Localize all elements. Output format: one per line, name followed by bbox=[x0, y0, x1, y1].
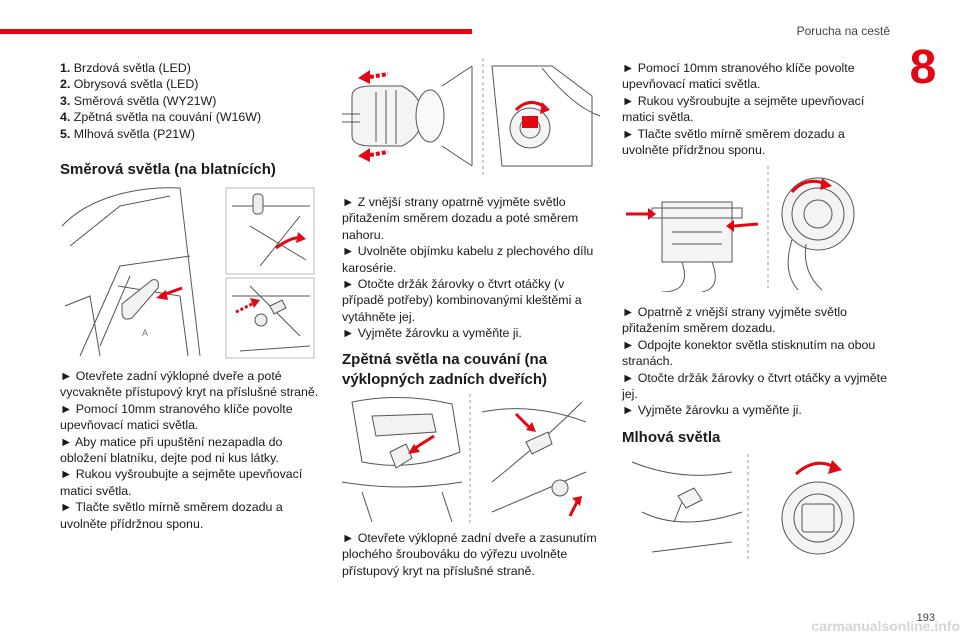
instruction-step: ► Z vnější strany opatrně vyjměte světlo… bbox=[342, 195, 579, 242]
instruction-step: ► Pomocí 10mm stranového klíče povolte u… bbox=[622, 61, 855, 92]
heading-fog-lamps: Mlhová světla bbox=[622, 429, 721, 446]
section-title: Porucha na cestě bbox=[796, 24, 890, 38]
instruction-step: ► Rukou vyšroubujte a sejměte upevňovací… bbox=[622, 93, 865, 125]
instruction-step: ► Otevřete zadní výklopné dveře a poté v… bbox=[60, 369, 319, 400]
figure-indicator-access: A bbox=[60, 186, 316, 360]
list-item: 1. Brzdová světla (LED) bbox=[60, 61, 191, 75]
list-item: 3. Směrová světla (WY21W) bbox=[60, 93, 217, 108]
header-accent-bar bbox=[0, 29, 472, 34]
list-item: 4. Zpětná světla na couvání (W16W) bbox=[60, 110, 262, 125]
figure-indicator-removal bbox=[342, 56, 604, 178]
instruction-step: ► Tlačte světlo mírně směrem dozadu a uv… bbox=[60, 500, 283, 531]
figure-label: A bbox=[142, 328, 148, 338]
instruction-step: ► Vyjměte žárovku a vyměňte ji. bbox=[342, 326, 522, 341]
heading-reversing-lamps: Zpětná světla na couvání (na výklopných … bbox=[342, 351, 548, 388]
instruction-step: ► Pomocí 10mm stranového klíče povolte u… bbox=[60, 401, 293, 433]
figure-reversing-access bbox=[342, 392, 592, 526]
instruction-step: ► Otevřete výklopné zadní dveře a zasunu… bbox=[342, 531, 597, 578]
chapter-number: 8 bbox=[909, 41, 937, 94]
instruction-step: ► Rukou vyšroubujte a sejměte upevňovací… bbox=[60, 467, 303, 498]
heading-indicators: Směrová světla (na blatnících) bbox=[60, 161, 276, 178]
figure-reversing-connector bbox=[622, 162, 884, 292]
instruction-step: ► Odpojte konektor světla stisknutím na … bbox=[622, 337, 876, 369]
watermark: carmanualsonline.info bbox=[811, 618, 960, 634]
instruction-step: ► Otočte držák žárovky o čtvrt otáčky a … bbox=[622, 370, 887, 402]
list-item: 2. Obrysová světla (LED) bbox=[60, 77, 199, 92]
bulb-list: 1. Brzdová světla (LED) 2. Obrysová svět… bbox=[60, 60, 320, 142]
page-number: 193 bbox=[916, 612, 935, 624]
instruction-step: ► Tlačte světlo mírně směrem dozadu a uv… bbox=[622, 126, 845, 158]
instruction-step: ► Aby matice při upuštění nezapadla do o… bbox=[60, 434, 283, 466]
instruction-step: ► Otočte držák žárovky o čtvrt otáčky (v… bbox=[342, 277, 582, 324]
instruction-step: ► Uvolněte objímku kabelu z plechového d… bbox=[342, 244, 594, 275]
instruction-step: ► Vyjměte žárovku a vyměňte ji. bbox=[622, 403, 802, 418]
figure-fog-lamp bbox=[622, 452, 884, 564]
instruction-step: ► Opatrně z vnější strany vyjměte světlo… bbox=[622, 305, 848, 336]
list-item: 5. Mlhová světla (P21W) bbox=[60, 126, 195, 141]
